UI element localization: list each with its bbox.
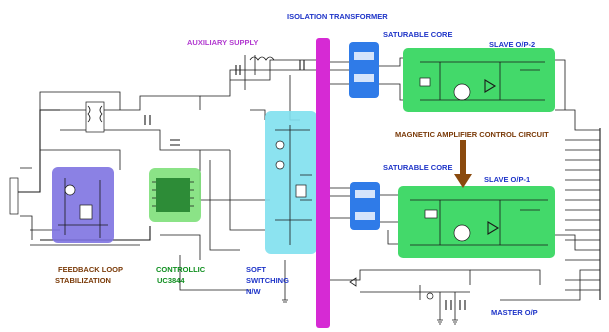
soft-switching-block [265, 111, 317, 254]
switching-label: SWITCHING [246, 276, 289, 285]
stabilization-label: STABILIZATION [55, 276, 111, 285]
controller-ic-label: CONTROLLIC [156, 265, 206, 274]
feedback-loop-label: FEEDBACK LOOP [58, 265, 123, 274]
slave-op2-block [403, 48, 555, 112]
saturable-core-bottom-label: SATURABLE CORE [383, 163, 452, 172]
network-label: N/W [246, 287, 262, 296]
magnetic-amplifier-label: MAGNETIC AMPLIFIER CONTROL CIRCUIT [395, 130, 549, 139]
slave-op1-block [398, 186, 555, 258]
isolation-transformer-bar [316, 38, 330, 328]
slave-op1-label: SLAVE O/P-1 [484, 175, 530, 184]
saturable-core-top-label: SATURABLE CORE [383, 30, 452, 39]
saturable-core-top-block [349, 42, 379, 98]
control-arrow [454, 140, 472, 188]
master-op-label: MASTER O/P [491, 308, 538, 317]
slave-op2-label: SLAVE O/P-2 [489, 40, 535, 49]
saturable-core-bottom-block [350, 182, 380, 230]
components [9, 52, 548, 325]
isolation-transformer-label: ISOLATION TRANSFORMER [287, 12, 388, 21]
soft-label: SOFT [246, 265, 266, 274]
auxiliary-supply-label: AUXILIARY SUPPLY [187, 38, 258, 47]
controller-part-label: UC3844 [157, 276, 185, 285]
